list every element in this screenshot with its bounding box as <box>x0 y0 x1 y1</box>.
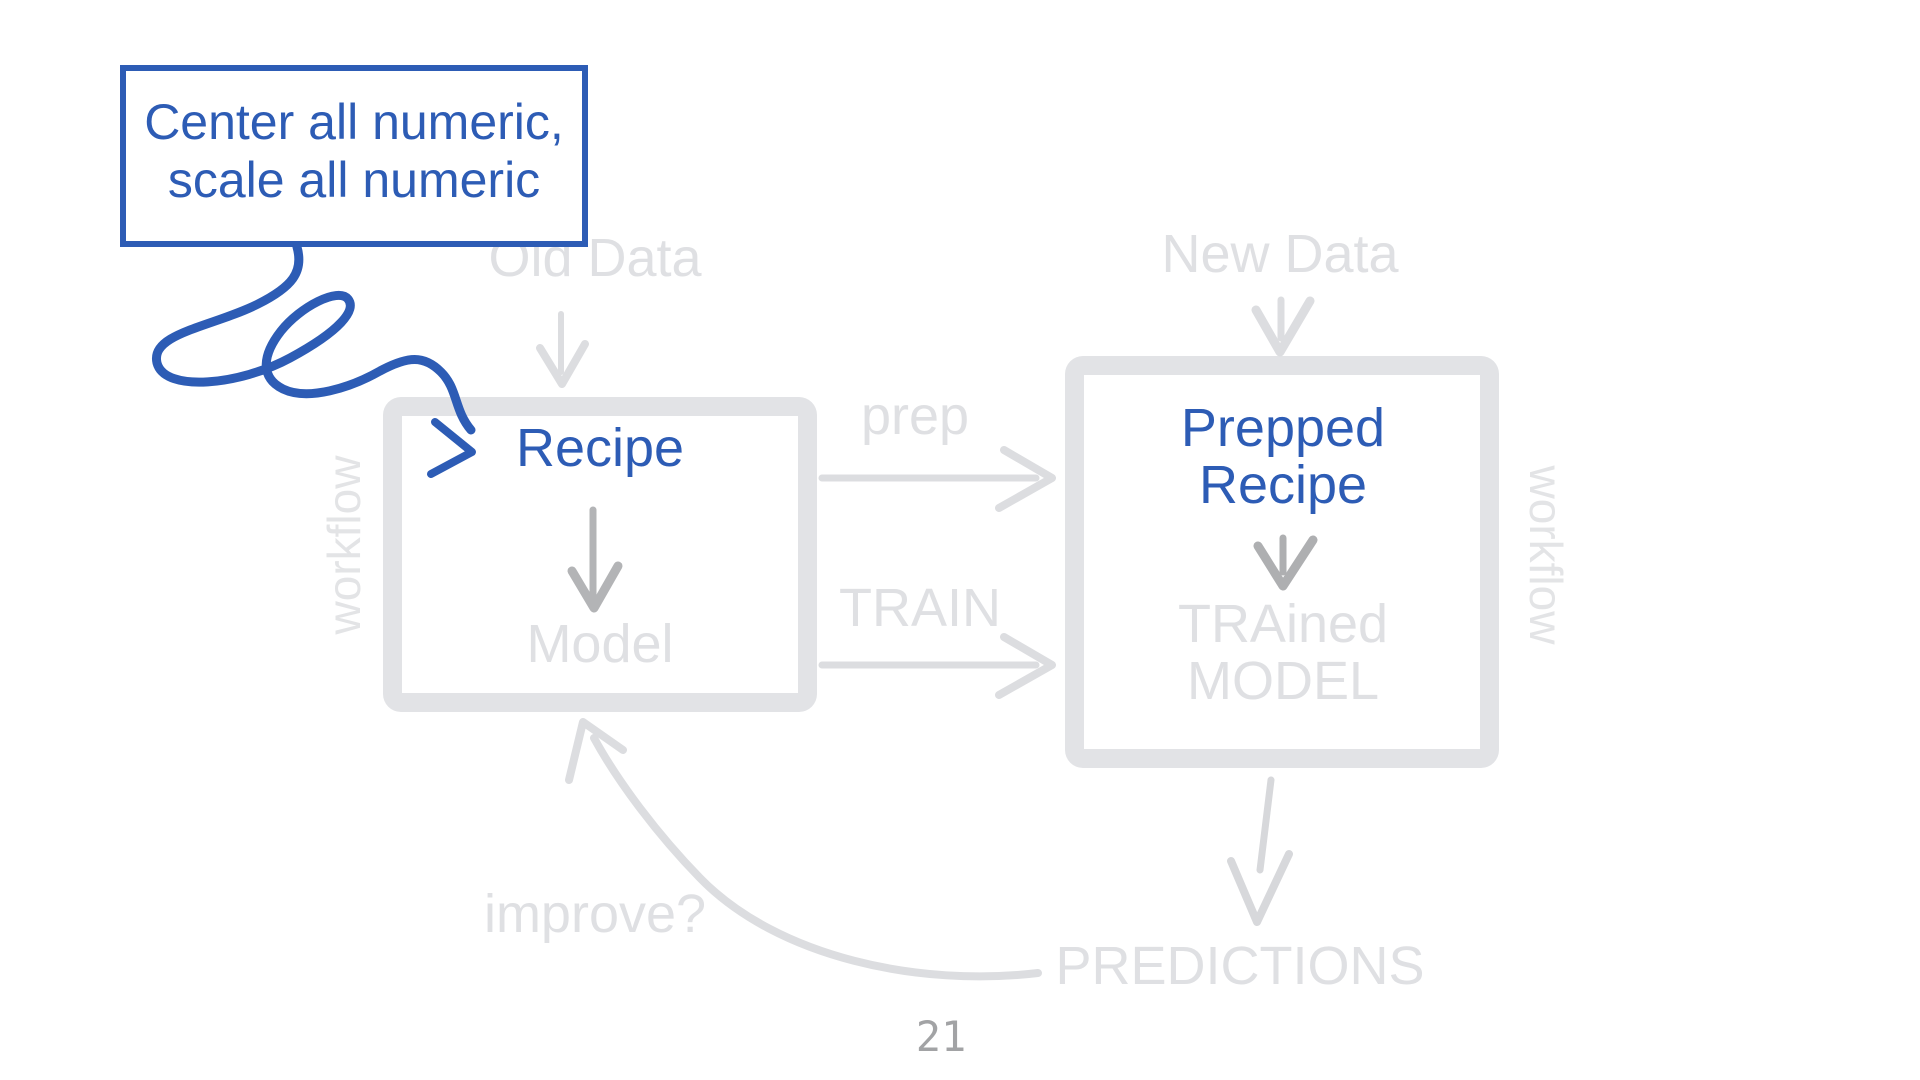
recipe-label: Recipe <box>515 418 685 478</box>
predictions-label: PREDICTIONS <box>1055 936 1425 996</box>
new-data-down-arrow-icon <box>1251 296 1315 357</box>
predictions-arrow-icon <box>1227 776 1293 926</box>
workflow-right-label: workflow <box>1520 465 1572 645</box>
callout-line-2: scale all numeric <box>167 152 541 208</box>
train-label: TRAIN <box>839 578 1001 638</box>
workflow-left-label: workflow <box>318 455 370 635</box>
page-number: 21 <box>915 1012 967 1061</box>
model-label: Model <box>526 614 674 674</box>
train-arrow-icon <box>818 633 1056 699</box>
prep-arrow-icon <box>818 446 1056 512</box>
old-data-down-arrow-icon <box>536 311 589 388</box>
callout-box: Center all numeric, scale all numeric <box>120 65 588 247</box>
improve-label: improve? <box>483 884 707 944</box>
prep-label: prep <box>860 386 970 446</box>
callout-line-1: Center all numeric, <box>144 94 564 150</box>
prepped-recipe-label: Prepped Recipe <box>1180 398 1386 515</box>
trained-model-label: TRAined MODEL <box>1177 594 1389 711</box>
label-new-data: New Data <box>1161 224 1399 284</box>
